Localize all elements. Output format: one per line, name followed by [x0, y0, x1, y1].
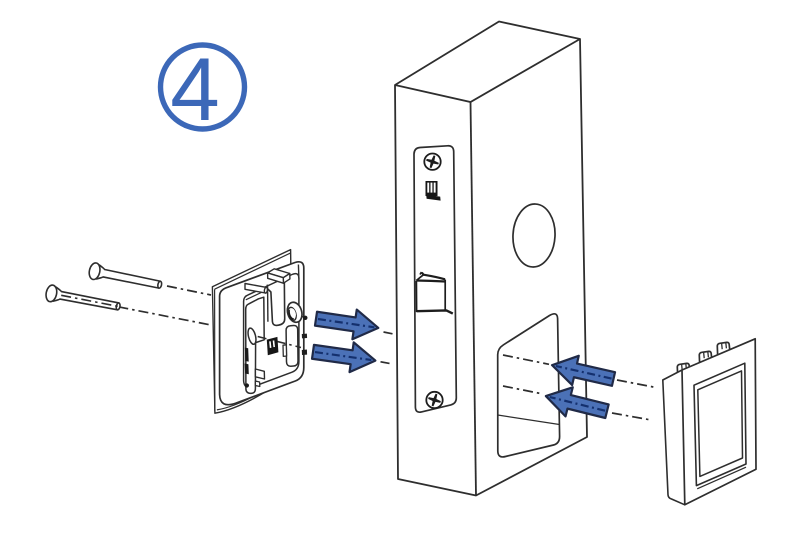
svg-text:4: 4 [170, 39, 220, 139]
